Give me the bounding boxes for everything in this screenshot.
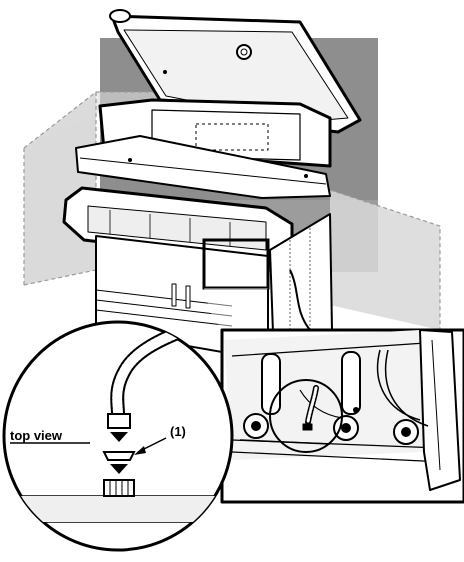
arrow-down-icon xyxy=(110,464,128,474)
hose-fitting xyxy=(107,413,131,429)
burner-valve xyxy=(393,419,419,445)
top-view-label: top view xyxy=(10,428,63,443)
burner-valve xyxy=(243,353,281,439)
part-number-label: (1) xyxy=(170,424,186,439)
thermometer-icon xyxy=(236,44,252,60)
connection-callout xyxy=(269,379,343,453)
gas-hose xyxy=(110,325,187,421)
detail-inset xyxy=(220,328,464,504)
gas-inlet-fitting xyxy=(103,479,135,497)
arrow-down-icon xyxy=(110,432,128,442)
focus-box xyxy=(202,238,270,330)
burner-valve xyxy=(333,351,361,441)
grill-firebox xyxy=(75,98,332,199)
magnifier-circle xyxy=(2,320,234,552)
seal-washer xyxy=(102,451,136,461)
